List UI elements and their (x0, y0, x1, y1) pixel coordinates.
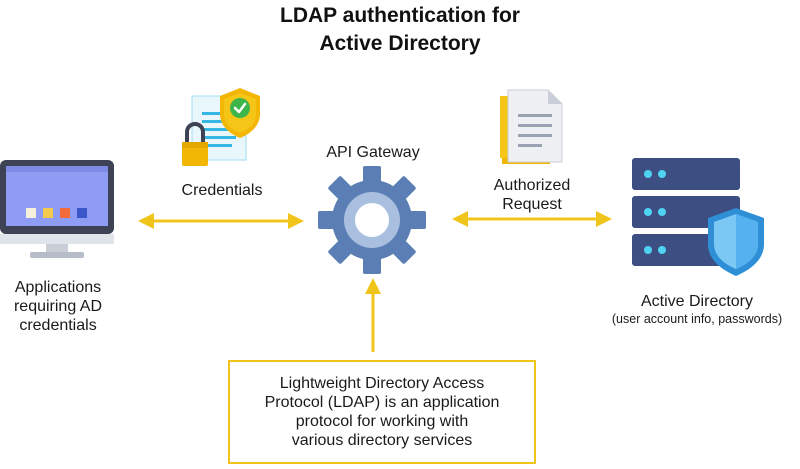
documents-icon (500, 89, 563, 164)
active-directory-sublabel: (user account info, passwords) (611, 312, 783, 326)
title-line-2: Active Directory (319, 32, 481, 55)
protocol-up-arrow (365, 278, 381, 352)
title-line-1: LDAP authentication for (280, 4, 520, 27)
info-line-3: protocol for working with (295, 413, 469, 430)
authorized-request-line-2: Request (502, 196, 562, 213)
authorized-request-double-arrow (452, 211, 612, 227)
info-line-1: Lightweight Directory Access (279, 375, 485, 392)
diagram-title: LDAP authentication for Active Directory (0, 2, 800, 58)
info-line-2: Protocol (LDAP) is an application (264, 394, 500, 411)
authorized-request-line-1: Authorized (493, 177, 571, 194)
secure-document-icon (182, 88, 260, 166)
api-gateway-label: API Gateway (326, 144, 420, 161)
applications-label: Applications requiring AD credentials (0, 278, 116, 335)
gear-icon (318, 166, 426, 274)
applications-label-line-2: requiring AD (13, 298, 103, 315)
desktop-monitor-icon (0, 160, 114, 258)
server-shield-icon (632, 158, 764, 276)
ldap-info-box: Lightweight Directory Access Protocol (L… (228, 360, 536, 464)
active-directory-title: Active Directory (640, 293, 754, 310)
authorized-request-label: Authorized Request (468, 176, 596, 214)
applications-label-line-3: credentials (19, 317, 97, 334)
credentials-double-arrow (138, 213, 304, 229)
info-line-4: various directory services (291, 432, 473, 449)
credentials-label: Credentials (181, 182, 263, 199)
applications-label-line-1: Applications (14, 279, 102, 296)
active-directory-label: Active Directory (user account info, pas… (594, 292, 800, 327)
